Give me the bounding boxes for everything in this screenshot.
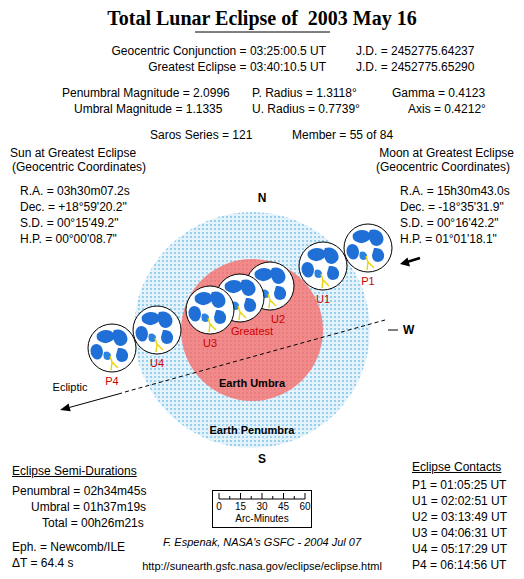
- scale-tick: [305, 493, 306, 499]
- ecliptic-arrowhead: [60, 404, 71, 412]
- contact-time: P4 = 06:14:56 UT: [412, 558, 506, 572]
- moon-p4: [88, 324, 136, 372]
- block-heading: Eclipse Contacts: [412, 460, 501, 474]
- scale-tick: [272, 496, 273, 499]
- block-heading: Moon at Greatest Eclipse: [379, 146, 514, 160]
- contact-label: U4: [150, 357, 164, 370]
- direction-label: W: [403, 323, 414, 337]
- credit-text: F. Espenak, NASA's GSFC - 2004 Jul 07: [163, 536, 361, 549]
- moon-u1: [299, 242, 347, 290]
- coordinate-text: R.A. = 15h30m43.0s: [400, 184, 510, 198]
- node-text: 45: [278, 501, 289, 513]
- coordinate-text: Dec. = +18°59'20.2": [20, 200, 127, 214]
- contact-time: U1 = 02:02:51 UT: [412, 494, 507, 508]
- coordinate-text: Dec. = -18°35'31.9": [400, 200, 504, 214]
- scale-tick: [262, 493, 263, 499]
- umbra-circle-fill: [181, 259, 323, 401]
- block-heading: Eclipse Semi-Durations: [12, 464, 137, 478]
- contact-label: P1: [361, 275, 374, 288]
- direction-label: S: [258, 452, 266, 466]
- info-text: Penumbral Magnitude = 2.0996: [62, 86, 230, 100]
- motion-arrowhead: [400, 258, 410, 267]
- info-text: U. Radius = 0.7739°: [252, 102, 360, 116]
- ecliptic-line: [125, 320, 385, 392]
- ecliptic-label: Ecliptic: [53, 381, 88, 394]
- node-text: 60: [299, 501, 310, 513]
- block-heading: Sun at Greatest Eclipse: [10, 146, 136, 160]
- contact-time: U4 = 05:17:29 UT: [412, 542, 507, 556]
- scale-tick: [251, 496, 252, 499]
- title-rule: [195, 32, 330, 33]
- node-text: 15: [235, 501, 246, 513]
- url-text: http://sunearth.gsfc.nasa.gov/eclipse/ec…: [142, 560, 382, 573]
- motion-arrow: [407, 258, 420, 262]
- contact-label: U2: [271, 313, 285, 326]
- coordinate-text: S.D. = 00°15'49.2": [20, 216, 118, 230]
- coordinate-text: H.P. = 00°00'08.7": [20, 232, 117, 246]
- moon-p1: [344, 224, 392, 272]
- duration-text: Umbral = 01h37m19s: [31, 500, 146, 514]
- info-text: Member = 55 of 84: [292, 128, 393, 142]
- contact-time: P1 = 01:05:25 UT: [412, 478, 506, 492]
- block-heading: (Geocentric Coordinates): [12, 160, 146, 174]
- info-text: P. Radius = 1.3118°: [252, 86, 357, 100]
- diagram-title: Total Lunar Eclipse of 2003 May 16: [107, 6, 416, 30]
- node-text: Arc-Minutes: [235, 513, 288, 525]
- note-text: Eph. = Newcomb/ILE: [12, 540, 125, 554]
- contact-label: U1: [316, 293, 330, 306]
- node-text: 0: [216, 501, 222, 513]
- scale-tick: [294, 496, 295, 499]
- info-text: Greatest Eclipse = 03:40:10.5 UT: [148, 60, 326, 74]
- west-tick: [388, 330, 398, 331]
- info-text: Geocentric Conjunction = 03:25:00.5 UT: [112, 44, 326, 58]
- contact-time: U3 = 04:06:31 UT: [412, 526, 507, 540]
- info-text: Gamma = 0.4123: [392, 86, 485, 100]
- node-text: 30: [256, 501, 267, 513]
- node-text: Earth Penumbra: [210, 424, 295, 437]
- coordinate-text: R.A. = 03h30m07.2s: [20, 184, 130, 198]
- node-text: Earth Umbra: [219, 377, 285, 390]
- duration-text: Penumbral = 02h34m45s: [12, 484, 146, 498]
- scale-bar-box: 0 15 30 45 60Arc-Minutes: [212, 490, 312, 528]
- block-heading: (Geocentric Coordinates): [376, 160, 510, 174]
- contact-label: Greatest: [231, 325, 273, 338]
- scale-tick: [240, 493, 241, 499]
- info-text: J.D. = 2452775.65290: [356, 60, 474, 74]
- coordinate-text: H.P. = 01°01'18.1": [400, 232, 497, 246]
- moon-u4: [133, 306, 181, 354]
- note-text: ΔT = 64.4 s: [12, 556, 74, 570]
- info-text: Saros Series = 121: [150, 128, 252, 142]
- penumbra-circle-fill: [134, 212, 370, 448]
- scale-tick: [219, 493, 220, 499]
- contact-label: P4: [105, 375, 118, 388]
- info-text: Axis = 0.4212°: [408, 102, 486, 116]
- ecliptic-arrow: [70, 393, 122, 407]
- contact-label: U3: [203, 337, 217, 350]
- info-text: J.D. = 2452775.64237: [356, 44, 474, 58]
- scale-tick: [229, 496, 230, 499]
- direction-label: N: [258, 191, 267, 205]
- scale-tick: [283, 493, 284, 499]
- info-text: Umbral Magnitude = 1.1335: [74, 102, 222, 116]
- moon-greatest: [216, 274, 264, 322]
- moon-u3: [186, 286, 234, 334]
- contact-time: U2 = 03:13:49 UT: [412, 510, 507, 524]
- moon-u2: [246, 262, 294, 310]
- coordinate-text: S.D. = 00°16'42.2": [400, 216, 498, 230]
- duration-text: Total = 00h26m21s: [42, 516, 144, 530]
- scale-border: [213, 491, 312, 528]
